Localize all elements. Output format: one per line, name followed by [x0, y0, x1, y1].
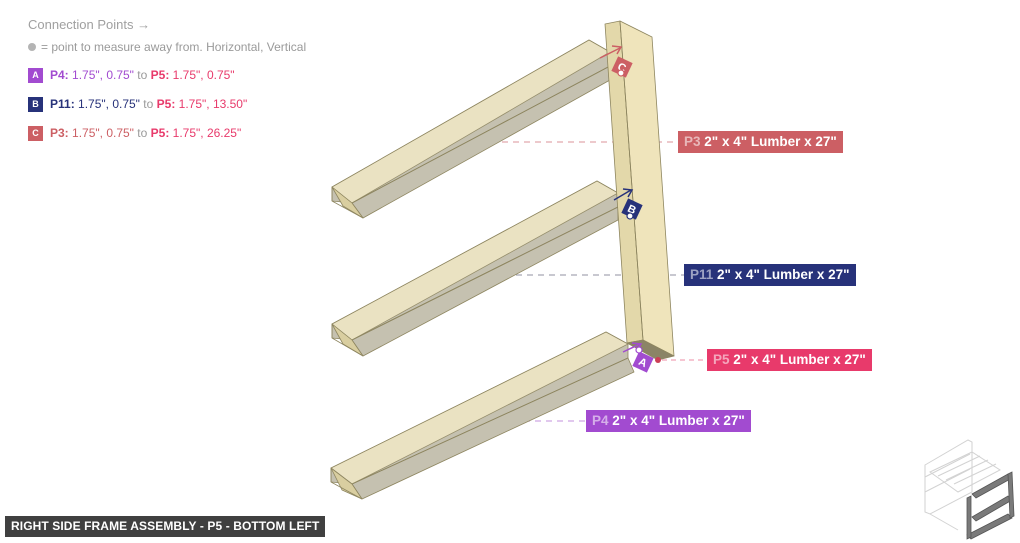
marker-c: C: [599, 45, 633, 78]
part-label: 2" x 4" Lumber x 27": [733, 352, 866, 367]
from-part: P4:: [50, 68, 69, 82]
measure-point-icon: [626, 212, 634, 220]
view-caption: RIGHT SIDE FRAME ASSEMBLY - P5 - BOTTOM …: [5, 516, 326, 537]
connection-row-b: B P11: 1.75", 0.75" to P5: 1.75", 13.50": [28, 96, 306, 112]
to-value: 1.75", 0.75": [172, 68, 235, 82]
part-tag-p4: P4 2" x 4" Lumber x 27": [586, 410, 751, 432]
part-tag-p11: P11 2" x 4" Lumber x 27": [684, 264, 856, 286]
badge-b: B: [28, 96, 43, 112]
marker-a: A: [622, 342, 654, 373]
to-word: to: [137, 126, 148, 140]
part-label: 2" x 4" Lumber x 27": [704, 134, 837, 149]
legend-title: Connection Points →: [28, 17, 151, 32]
from-value: 1.75", 0.75": [72, 68, 134, 82]
p5-anchor-dot: [655, 357, 661, 363]
part-label: 2" x 4" Lumber x 27": [612, 413, 745, 428]
legend-note-text: = point to measure away from. Horizontal…: [41, 40, 307, 54]
part-label: 2" x 4" Lumber x 27": [717, 267, 850, 282]
legend-note: = point to measure away from. Horizontal…: [28, 40, 306, 54]
connection-row-a: A P4: 1.75", 0.75" to P5: 1.75", 0.75": [28, 67, 306, 83]
to-value: 1.75", 13.50": [178, 97, 248, 111]
arrow-icon: [599, 47, 621, 59]
to-word: to: [143, 97, 154, 111]
board-p11: [331, 180, 619, 357]
part-tag-p3: P3 2" x 4" Lumber x 27": [678, 131, 843, 153]
part-id: P11: [690, 267, 714, 282]
from-value: 1.75", 0.75": [72, 126, 134, 140]
connection-row-c: C P3: 1.75", 0.75" to P5: 1.75", 26.25": [28, 125, 306, 141]
to-part: P5:: [150, 68, 170, 82]
connection-legend: Connection Points → = point to measure a…: [28, 17, 306, 154]
badge-a: A: [28, 67, 43, 83]
to-part: P5:: [156, 97, 176, 111]
badge-c: C: [28, 125, 43, 141]
part-id: P3: [684, 134, 701, 149]
from-part: P3:: [50, 126, 69, 140]
from-value: 1.75", 0.75": [78, 97, 140, 111]
to-word: to: [137, 68, 148, 82]
board-p3: [331, 39, 611, 219]
part-id: P4: [592, 413, 609, 428]
marker-b: B: [613, 188, 643, 220]
measure-point-icon: [635, 346, 643, 354]
to-value: 1.75", 26.25": [172, 126, 242, 140]
part-id: P5: [713, 352, 730, 367]
arrow-icon: [622, 343, 641, 353]
part-tag-p5: P5 2" x 4" Lumber x 27": [707, 349, 872, 371]
to-part: P5:: [150, 126, 170, 140]
measure-point-icon: [617, 69, 625, 77]
assembly-thumbnail[interactable]: [910, 432, 1015, 540]
measure-point-dot-icon: [28, 43, 36, 51]
board-p4: [330, 331, 635, 500]
arrow-icon: [613, 189, 632, 201]
from-part: P11:: [50, 97, 75, 111]
